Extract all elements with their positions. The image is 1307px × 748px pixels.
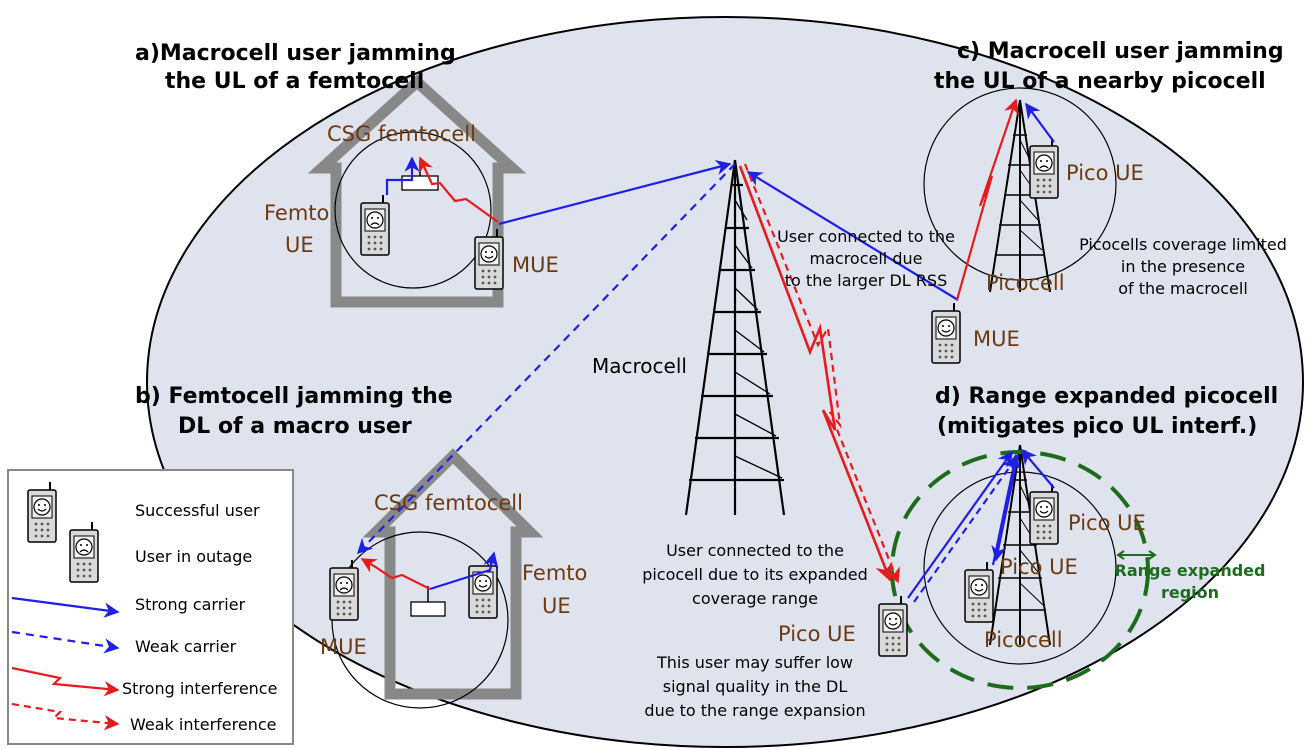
femto-ue-b-carrier: [429, 551, 499, 591]
pico-ue-c-phone: [1029, 137, 1059, 199]
macrocell-tower: [684, 159, 786, 516]
legend-item-0: Successful user: [135, 501, 260, 520]
macrocell-label: Macrocell: [592, 354, 687, 378]
mue-a-strong-carrier: [498, 160, 732, 226]
femto-ue-a-carrier: [385, 156, 420, 195]
range-expansion-marker: [1116, 550, 1157, 560]
macro-weak-interference: [743, 163, 901, 584]
pico-ue-d1-carrier: [1021, 448, 1055, 489]
femto-ue-b-phone: [468, 557, 498, 619]
femto-ue-a-label-2: UE: [285, 233, 314, 257]
pico-ue-c-label: Pico UE: [1066, 161, 1144, 185]
legend-item-3: Weak carrier: [135, 637, 237, 656]
title-c-line1: c) Macrocell user jamming: [957, 39, 1284, 64]
legend-item-4: Strong interference: [122, 679, 277, 698]
mue-c-interference: [955, 98, 1019, 301]
femto-b-interference: [360, 558, 431, 590]
pico-ue-d1-label: Pico UE: [1068, 511, 1146, 535]
legend-item-2: Strong carrier: [135, 595, 246, 614]
note-macro-conn-1: User connected to the: [777, 227, 955, 246]
legend: Successful user User in outage Strong ca…: [7, 469, 294, 745]
femto-ue-a-label-1: Femto: [264, 201, 329, 225]
house-b: [331, 448, 544, 709]
mue-c-label: MUE: [973, 327, 1020, 351]
mue-a-label: MUE: [512, 253, 559, 277]
pico-d-downlink: [991, 454, 1020, 562]
edge-ue-carrier-b: [913, 456, 1017, 603]
title-b-line1: b) Femtocell jamming the: [135, 384, 453, 409]
note-pico-cov-3: of the macrocell: [1118, 279, 1248, 298]
csg-femtocell-label-bottom: CSG femtocell: [374, 491, 523, 515]
legend-strong-interference-line: [11, 666, 120, 697]
note-macro-conn-3: to the larger DL RSS: [785, 271, 947, 290]
legend-successful-phone: [27, 481, 57, 543]
legend-outage-phone: [69, 521, 99, 583]
picocell-d-label: Picocell: [984, 628, 1063, 652]
legend-strong-carrier-line: [11, 596, 120, 618]
femto-ue-a-phone: [360, 194, 390, 256]
mue-b-weak-carrier: [356, 163, 736, 555]
pico-ue-edge-label: Pico UE: [778, 622, 856, 646]
mue-b-label: MUE: [320, 635, 367, 659]
title-b-line2: DL of a macro user: [178, 414, 412, 439]
macrocell-coverage-ellipse: [146, 16, 1304, 748]
note-macro-conn-2: macrocell due: [810, 249, 923, 268]
mue-a-interference: [418, 156, 499, 223]
mue-c-phone: [931, 302, 961, 364]
picocell-d: [923, 444, 1117, 665]
mue-a-phone: [474, 228, 504, 290]
pico-ue-c-carrier: [1025, 102, 1055, 143]
note-pico-conn-3: coverage range: [692, 589, 818, 608]
mue-b-phone: [329, 559, 359, 621]
carrier-links: [356, 102, 1055, 603]
note-pico-conn-2: picocell due to its expanded: [642, 565, 868, 584]
mue-c-strong-carrier: [746, 171, 959, 301]
pico-ue-d2-phone: [964, 561, 994, 623]
interference-links: [360, 98, 1019, 590]
pico-ue-d2-label: Pico UE: [1000, 555, 1078, 579]
note-low-quality-2: signal quality in the DL: [663, 677, 848, 696]
edge-ue-carrier-a: [907, 450, 1013, 599]
title-d-line1: d) Range expanded picocell: [935, 384, 1278, 409]
note-low-quality-3: due to the range expansion: [644, 701, 865, 720]
title-c-line2: the UL of a nearby picocell: [934, 69, 1266, 94]
note-pico-cov-1: Picocells coverage limited: [1079, 235, 1287, 254]
title-a-line2: the UL of a femtocell: [165, 69, 424, 94]
note-range-region-1: Range expanded: [1115, 561, 1266, 580]
note-range-region-2: region: [1161, 583, 1219, 602]
picocell-c-label: Picocell: [986, 271, 1065, 295]
range-expanded-boundary: [890, 450, 1150, 690]
note-pico-conn-1: User connected to the: [666, 541, 844, 560]
macro-strong-interference: [738, 165, 893, 582]
title-a-line1: a)Macrocell user jamming: [135, 41, 456, 66]
femto-ue-b-label-1: Femto: [522, 561, 587, 585]
pico-ue-edge-phone: [878, 595, 908, 657]
legend-item-5: Weak interference: [130, 715, 277, 734]
pico-ue-d1-phone: [1029, 483, 1059, 545]
femto-ue-b-label-2: UE: [542, 594, 571, 618]
title-d-line2: (mitigates pico UL interf.): [937, 414, 1257, 439]
legend-item-1: User in outage: [135, 547, 252, 566]
legend-weak-carrier-line: [11, 630, 120, 654]
note-pico-cov-2: in the presence: [1121, 257, 1245, 276]
legend-weak-interference-line: [11, 702, 120, 731]
csg-femtocell-label-top: CSG femtocell: [327, 122, 476, 146]
note-low-quality-1: This user may suffer low: [656, 653, 853, 672]
